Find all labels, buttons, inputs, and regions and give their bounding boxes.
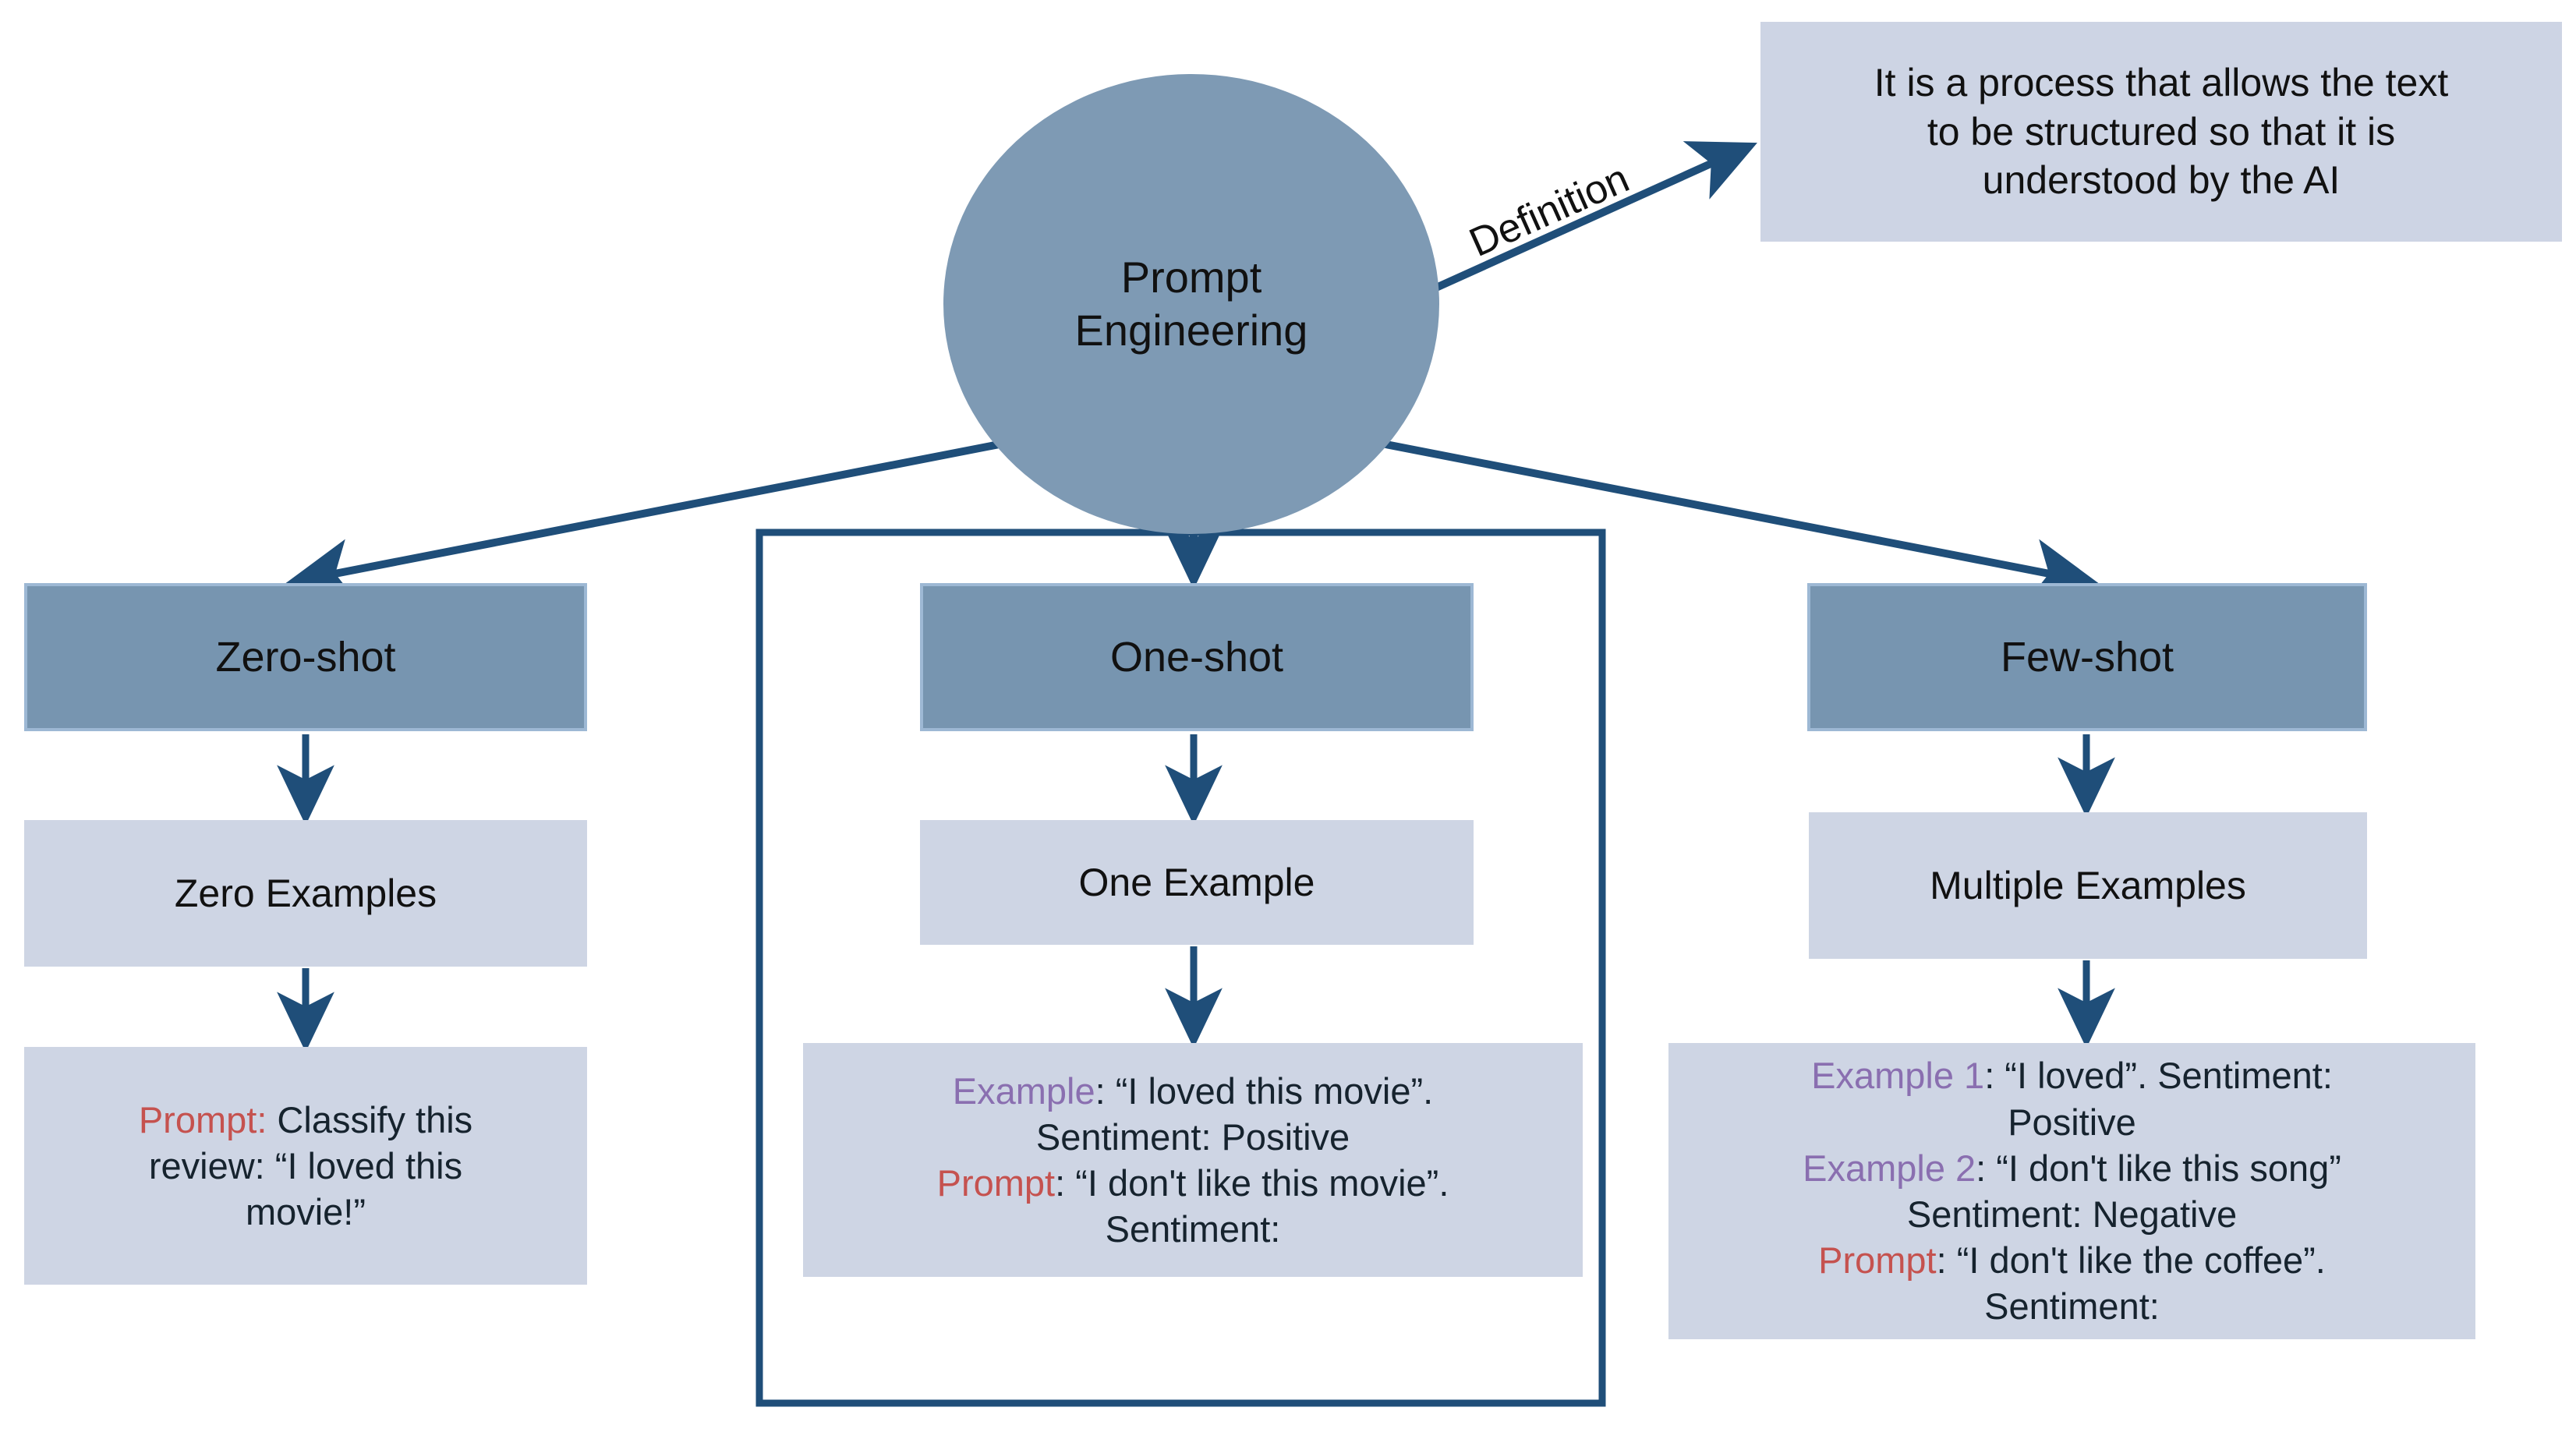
panel-one-example-label: One Example	[1078, 861, 1315, 904]
header-zero-shot[interactable]: Zero-shot	[24, 583, 587, 731]
center-node-line1: Prompt	[1120, 252, 1262, 302]
definition-line3: understood by the AI	[1982, 158, 2341, 203]
edge-definition	[1418, 141, 1757, 299]
example-text: Sentiment: Negative	[1906, 1193, 2238, 1235]
example-line: Prompt: “I don't like this movie”.	[937, 1160, 1449, 1206]
example-line: Sentiment:	[1803, 1283, 2341, 1329]
example-keyword: Example 2	[1803, 1147, 1976, 1189]
example-line: review: “I loved this	[139, 1143, 472, 1189]
definition-line2: to be structured so that it is	[1927, 109, 2396, 154]
edge-label-definition: Definition	[1463, 156, 1636, 266]
example-text: review: “I loved this	[148, 1144, 463, 1186]
header-one-shot-label: One-shot	[1109, 634, 1284, 681]
example-line: Sentiment: Positive	[937, 1114, 1449, 1160]
center-node-prompt-engineering[interactable]: Prompt Engineering	[943, 74, 1439, 534]
example-line: Example 1: “I loved”. Sentiment:	[1803, 1052, 2341, 1098]
header-few-shot-label: Few-shot	[2000, 634, 2174, 681]
example-text: : “I loved”. Sentiment:	[1984, 1055, 2333, 1097]
example-text: Classify this	[267, 1098, 473, 1140]
example-line: Prompt: Classify this	[139, 1097, 472, 1143]
header-zero-shot-label: Zero-shot	[215, 634, 396, 681]
example-line: Positive	[1803, 1099, 2341, 1145]
example-line: Sentiment:	[937, 1206, 1449, 1252]
example-keyword: Prompt	[936, 1162, 1056, 1204]
panel-multiple-examples[interactable]: Multiple Examples	[1809, 812, 2367, 959]
panel-zero-examples[interactable]: Zero Examples	[24, 820, 587, 967]
example-keyword: Prompt	[1818, 1239, 1937, 1282]
header-few-shot[interactable]: Few-shot	[1807, 583, 2367, 731]
example-keyword: Prompt:	[138, 1098, 267, 1140]
panel-one-example[interactable]: One Example	[920, 820, 1474, 945]
example-text: Sentiment:	[1105, 1208, 1281, 1250]
example-line: Sentiment: Negative	[1803, 1191, 2341, 1237]
panel-zero-examples-label: Zero Examples	[174, 872, 437, 915]
example-box-few-shot[interactable]: Example 1: “I loved”. Sentiment:Positive…	[1668, 1043, 2475, 1339]
panel-multiple-examples-label: Multiple Examples	[1930, 864, 2246, 907]
example-keyword: Example 1	[1811, 1055, 1985, 1097]
edge-to-zero-shot	[285, 437, 1016, 603]
example-box-one-shot[interactable]: Example: “I loved this movie”.Sentiment:…	[803, 1043, 1583, 1277]
definition-callout[interactable]: It is a process that allows the text to …	[1760, 22, 2562, 242]
edge-to-few-shot	[1369, 437, 2099, 603]
center-node-line2: Engineering	[1074, 306, 1308, 355]
example-text: : “I loved this movie”.	[1095, 1070, 1434, 1112]
example-text: Sentiment:	[1984, 1285, 2160, 1328]
example-text: : “I don't like this song”	[1976, 1147, 2341, 1189]
header-one-shot[interactable]: One-shot	[920, 583, 1474, 731]
example-line: movie!”	[139, 1189, 472, 1235]
example-text: Sentiment: Positive	[1035, 1116, 1350, 1158]
definition-line1: It is a process that allows the text	[1874, 61, 2449, 105]
example-text: : “I don't like this movie”.	[1055, 1162, 1449, 1204]
example-text: : “I don't like the coffee”.	[1936, 1239, 2326, 1282]
example-line: Prompt: “I don't like the coffee”.	[1803, 1237, 2341, 1283]
example-text: Positive	[2008, 1101, 2136, 1143]
example-line: Example 2: “I don't like this song”	[1803, 1145, 2341, 1191]
example-keyword: Example	[952, 1070, 1095, 1112]
example-line: Example: “I loved this movie”.	[937, 1068, 1449, 1114]
example-text: movie!”	[245, 1191, 366, 1233]
